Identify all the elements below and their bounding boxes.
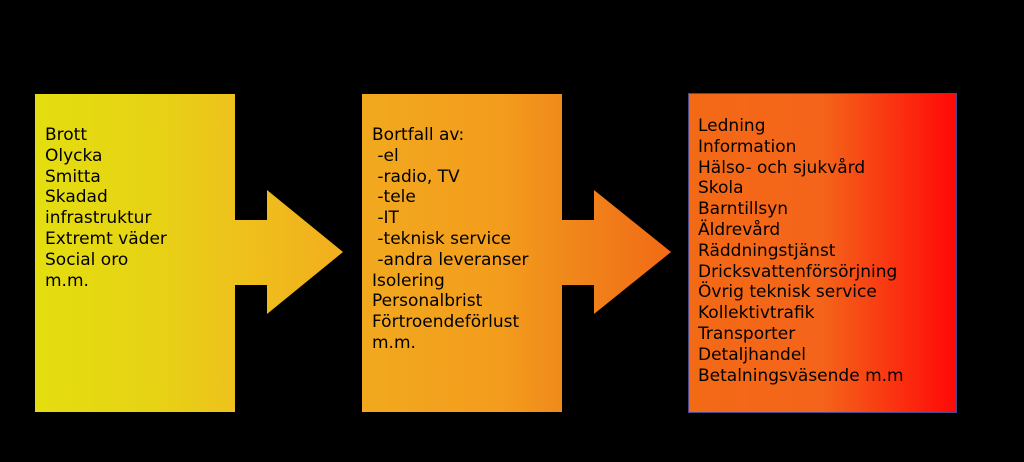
consequence-item: Transporter — [698, 323, 796, 344]
cause-item: m.m. — [45, 270, 89, 291]
effect-item: Personalbrist — [372, 291, 483, 312]
effect-item: m.m. — [372, 332, 416, 353]
consequence-item: Betalningsväsende m.m — [698, 365, 904, 386]
consequence-item: Ledning — [698, 116, 766, 136]
consequence-item: Räddningstjänst — [698, 240, 836, 261]
consequences-box — [688, 93, 957, 413]
effects-list: Bortfall av: -el -radio, TV -tele -IT -t… — [372, 125, 529, 354]
cause-item: Skadad — [45, 187, 108, 208]
effect-item: -el — [372, 145, 399, 166]
arrow-2 — [561, 190, 671, 314]
effect-item: Bortfall av: — [372, 125, 465, 145]
consequence-item: Äldrevård — [698, 219, 781, 240]
cause-item: Social oro — [45, 249, 129, 270]
consequence-item: Skola — [698, 178, 744, 199]
consequence-item: Övrig teknisk service — [698, 282, 877, 303]
arrow-1 — [234, 190, 343, 314]
consequence-item: Detaljhandel — [698, 344, 807, 365]
cause-item: Extremt väder — [45, 228, 167, 249]
consequence-item: Hälso- och sjukvård — [698, 157, 866, 178]
cause-item: Smitta — [45, 166, 101, 187]
effect-item: -tele — [372, 187, 416, 208]
effect-item: -andra leveranser — [372, 249, 529, 270]
effect-item: Förtroendeförlust — [372, 312, 520, 333]
consequence-item: Barntillsyn — [698, 199, 789, 220]
consequence-item: Information — [698, 136, 797, 157]
cause-item: Brott — [45, 125, 88, 145]
effects-box — [362, 94, 562, 412]
effect-item: -teknisk service — [372, 228, 512, 249]
consequence-item: Kollektivtrafik — [698, 303, 815, 324]
causes-box — [35, 94, 235, 412]
cause-item: infrastruktur — [45, 208, 152, 229]
consequence-item: Dricksvattenförsörjning — [698, 261, 898, 282]
effect-item: Isolering — [372, 270, 445, 291]
effect-item: -IT — [372, 208, 399, 229]
cause-item: Olycka — [45, 145, 103, 166]
effect-item: -radio, TV — [372, 166, 460, 187]
